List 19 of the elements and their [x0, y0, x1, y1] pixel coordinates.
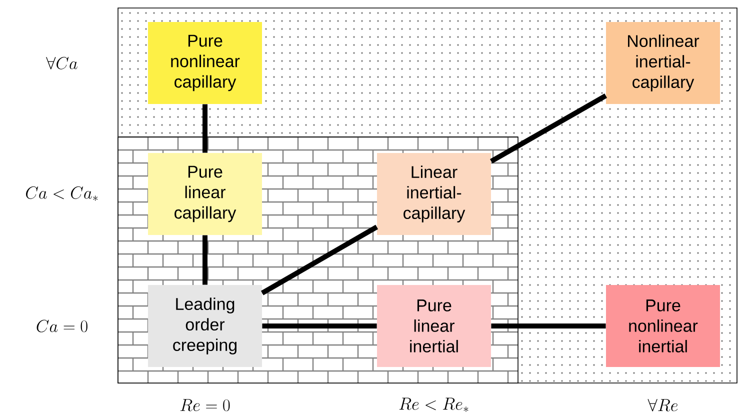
regime-box: Pure nonlinear capillary — [148, 22, 262, 104]
axis-label: $Re = 0$ — [180, 399, 230, 412]
axis-label: $\forall Re$ — [648, 399, 678, 412]
regime-box: Pure linear capillary — [148, 153, 262, 235]
axis-label: $Ca < Ca_*$ — [26, 186, 98, 201]
connector-line — [260, 224, 378, 296]
regime-box: Linear inertial-capillary — [377, 153, 491, 235]
connector-line — [262, 324, 377, 328]
axis-label: $\forall Ca$ — [46, 56, 78, 70]
regime-box: Nonlinear inertial-capillary — [606, 22, 720, 104]
axis-label: $Ca = 0$ — [36, 320, 88, 332]
connector-line — [490, 94, 608, 164]
connector-line — [202, 104, 208, 153]
regime-box: Pure linear inertial — [377, 285, 491, 367]
connector-line — [491, 324, 606, 328]
regime-box: Pure nonlinear inertial — [606, 285, 720, 367]
connector-line — [202, 235, 208, 285]
axis-label: $Re < Re_*$ — [399, 398, 468, 412]
regime-box: Leading order creeping — [148, 285, 262, 367]
